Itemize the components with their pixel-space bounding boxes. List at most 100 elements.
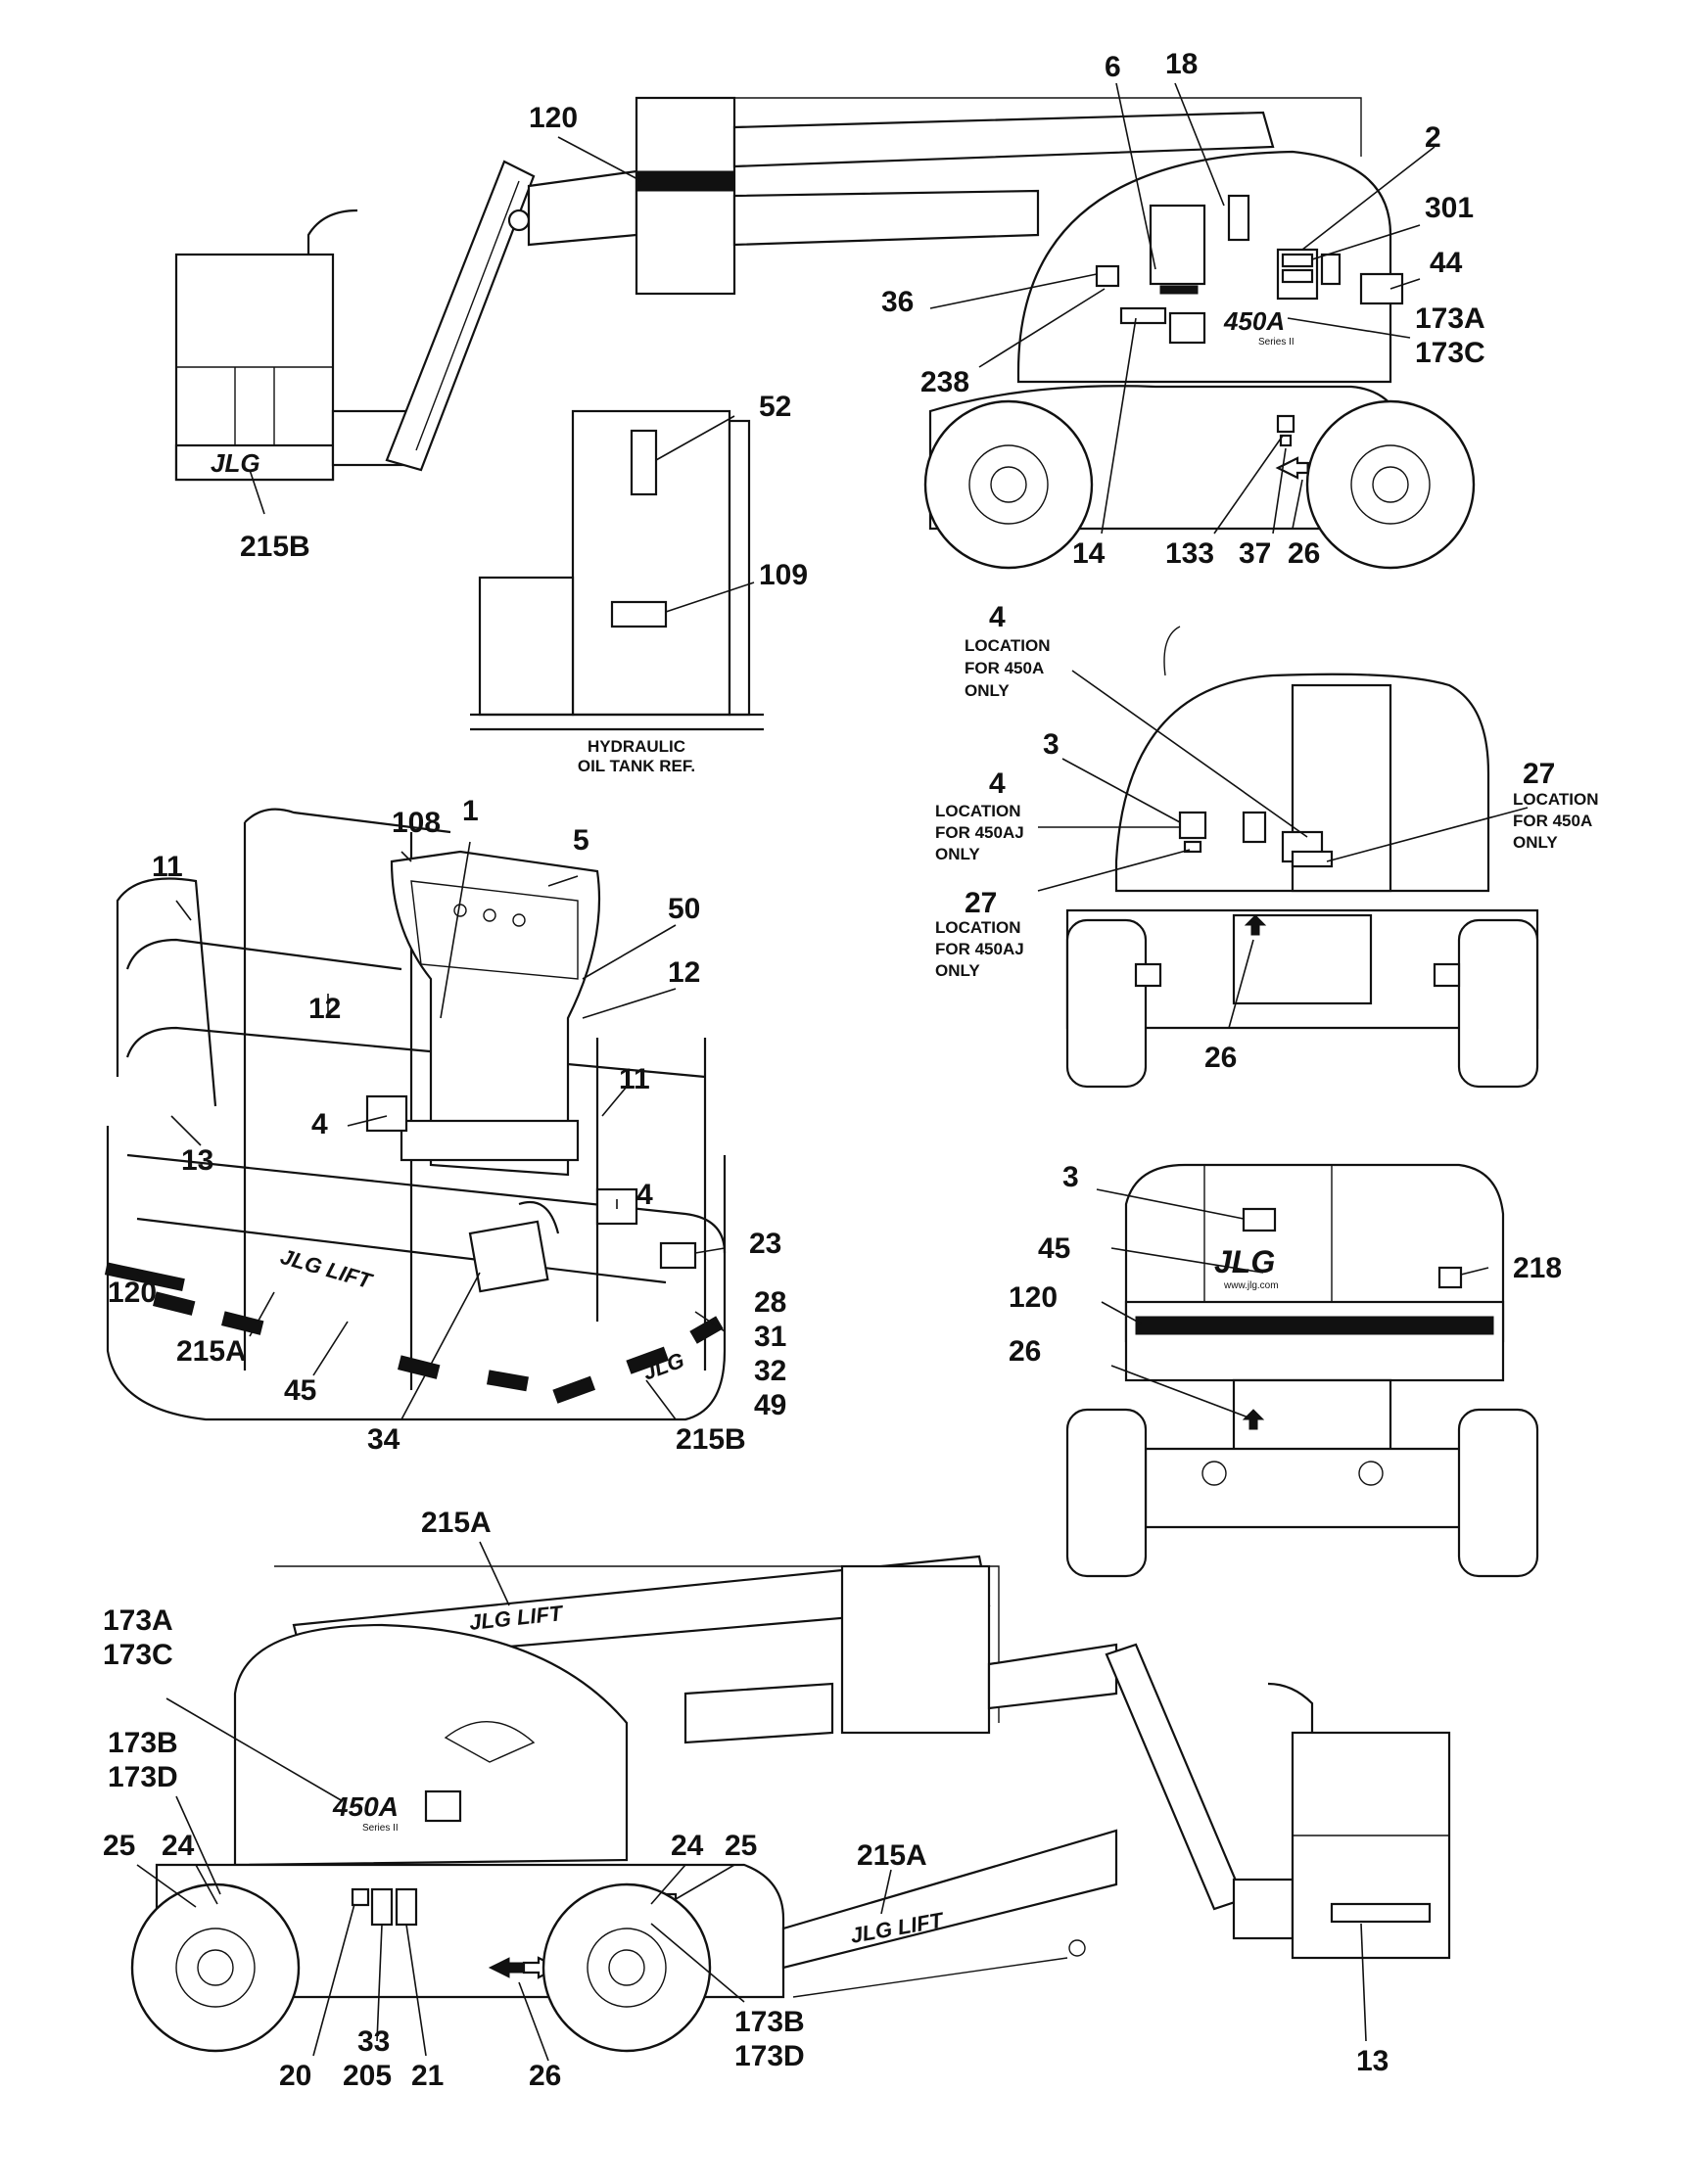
callout-20: 20 bbox=[279, 2060, 311, 2092]
svg-text:Series II: Series II bbox=[1258, 337, 1295, 348]
callout-24-b: 24 bbox=[671, 1830, 704, 1862]
tank-ref-line1: HYDRAULIC bbox=[588, 737, 685, 756]
callout-26-rear: 26 bbox=[1009, 1335, 1041, 1368]
callout-11: 11 bbox=[152, 851, 183, 883]
left-tire-rear bbox=[1065, 1408, 1148, 1578]
callout-173a: 173A bbox=[1415, 302, 1485, 335]
front-view bbox=[1065, 626, 1539, 1089]
left-tire-front bbox=[1065, 918, 1148, 1089]
callout-13-bottom: 13 bbox=[1356, 2045, 1389, 2077]
callout-33: 33 bbox=[357, 2025, 390, 2058]
boom-detail-215a: JLG LIFT bbox=[781, 1829, 1118, 1998]
callout-26: 26 bbox=[1288, 537, 1320, 570]
model-decal-top: 450A bbox=[1223, 306, 1285, 336]
callout-120: 120 bbox=[529, 102, 578, 134]
jlg-decal-rear: JLG bbox=[1214, 1244, 1275, 1279]
callout-32: 32 bbox=[754, 1355, 786, 1387]
callout-26-bottom: 26 bbox=[529, 2060, 561, 2092]
callout-173c: 173C bbox=[1415, 337, 1485, 369]
side-view-bottom: JLG LIFT 450A Series II bbox=[130, 1555, 1451, 2053]
callout-labels: 6 18 120 2 301 44 173A 173C 36 238 14 13… bbox=[103, 48, 1599, 2092]
callout-173b: 173B bbox=[108, 1727, 178, 1759]
callout-3-rear: 3 bbox=[1062, 1161, 1079, 1193]
hydraulic-oil-tank-ref: HYDRAULIC OIL TANK REF. bbox=[470, 409, 764, 775]
boom-knuckle-bottom bbox=[840, 1564, 991, 1735]
callout-173d-bottom: 173D bbox=[734, 2040, 805, 2072]
svg-text:ONLY: ONLY bbox=[935, 961, 980, 980]
rear-wheel-bottom bbox=[541, 1882, 712, 2053]
control-console bbox=[390, 850, 601, 1177]
lower-boom-top bbox=[732, 189, 1040, 247]
callout-4: 4 bbox=[989, 601, 1006, 633]
callout-2: 2 bbox=[1425, 121, 1441, 154]
turntable-bottom bbox=[233, 1623, 629, 1867]
counterweight-rear bbox=[1124, 1163, 1505, 1343]
foot-switch bbox=[468, 1220, 549, 1293]
svg-text:LOCATION: LOCATION bbox=[935, 802, 1021, 820]
callout-205: 205 bbox=[343, 2060, 392, 2092]
svg-text:ONLY: ONLY bbox=[965, 681, 1010, 700]
callout-120-rear: 120 bbox=[1009, 1281, 1058, 1314]
callout-1: 1 bbox=[462, 795, 479, 827]
svg-text:ONLY: ONLY bbox=[1513, 833, 1558, 852]
website-decal: www.jlg.com bbox=[1223, 1280, 1279, 1291]
side-view-top: JLG 450A Series II bbox=[174, 96, 1476, 570]
model-decal-bottom: 450A bbox=[332, 1791, 399, 1822]
svg-text:LOCATION: LOCATION bbox=[935, 918, 1021, 937]
callout-34: 34 bbox=[367, 1423, 400, 1456]
rear-view: JLG www.jlg.com bbox=[1065, 1163, 1539, 1578]
callout-173a-bottom: 173A bbox=[103, 1604, 173, 1637]
callout-36: 36 bbox=[881, 286, 914, 318]
callout-215a-detail: 215A bbox=[857, 1839, 927, 1872]
callout-25: 25 bbox=[103, 1830, 135, 1862]
callout-238: 238 bbox=[920, 366, 969, 398]
front-wheel-top bbox=[923, 399, 1094, 570]
svg-text:FOR 450AJ: FOR 450AJ bbox=[935, 823, 1024, 842]
callout-50: 50 bbox=[668, 893, 700, 925]
jlg-decal-top: JLG bbox=[211, 448, 260, 478]
svg-text:LOCATION: LOCATION bbox=[1513, 790, 1599, 809]
callout-4-platform: 4 bbox=[311, 1108, 328, 1140]
callout-27-aj: 27 bbox=[965, 887, 997, 919]
callout-218: 218 bbox=[1513, 1252, 1562, 1284]
callout-52: 52 bbox=[759, 391, 791, 423]
callout-12-b: 12 bbox=[668, 956, 700, 989]
callout-120-platform: 120 bbox=[108, 1277, 157, 1309]
svg-text:FOR 450AJ: FOR 450AJ bbox=[935, 940, 1024, 958]
callout-37: 37 bbox=[1239, 537, 1271, 570]
callout-25-b: 25 bbox=[725, 1830, 757, 1862]
platform-basket-top: JLG bbox=[174, 209, 408, 482]
jib-boom-bottom bbox=[1105, 1643, 1246, 1911]
callout-173b-bottom: 173B bbox=[734, 2006, 805, 2038]
callout-133: 133 bbox=[1165, 537, 1214, 570]
platform-basket-bottom bbox=[1291, 1731, 1451, 1960]
tank-ref-line2: OIL TANK REF. bbox=[578, 757, 695, 775]
hazard-stripe-120-rear bbox=[1135, 1316, 1494, 1335]
callout-109: 109 bbox=[759, 559, 808, 591]
platform-floor-detail bbox=[106, 1126, 727, 1421]
callout-301: 301 bbox=[1425, 192, 1474, 224]
svg-text:FOR 450A: FOR 450A bbox=[965, 659, 1044, 677]
right-tire-rear bbox=[1457, 1408, 1539, 1578]
control-box-top bbox=[1149, 204, 1206, 286]
callout-12: 12 bbox=[308, 993, 341, 1025]
callout-5: 5 bbox=[573, 824, 589, 857]
upper-boom-top bbox=[732, 111, 1275, 168]
callout-49: 49 bbox=[754, 1389, 786, 1421]
callout-14: 14 bbox=[1072, 537, 1106, 570]
callout-215a-bottom: 215A bbox=[421, 1507, 492, 1539]
leader-lines bbox=[136, 82, 1529, 2062]
callout-173c-bottom: 173C bbox=[103, 1639, 173, 1671]
callout-31: 31 bbox=[754, 1321, 786, 1353]
callout-13: 13 bbox=[181, 1144, 213, 1177]
callout-45-rear: 45 bbox=[1038, 1232, 1070, 1265]
svg-text:Series II: Series II bbox=[362, 1823, 399, 1834]
callout-27: 27 bbox=[1523, 758, 1555, 790]
callout-18: 18 bbox=[1165, 48, 1198, 80]
front-wheel-bottom bbox=[130, 1882, 301, 2053]
callout-28: 28 bbox=[754, 1286, 786, 1319]
hazard-stripe-120-top bbox=[636, 170, 735, 192]
callout-108: 108 bbox=[392, 807, 441, 839]
svg-text:ONLY: ONLY bbox=[935, 845, 980, 863]
